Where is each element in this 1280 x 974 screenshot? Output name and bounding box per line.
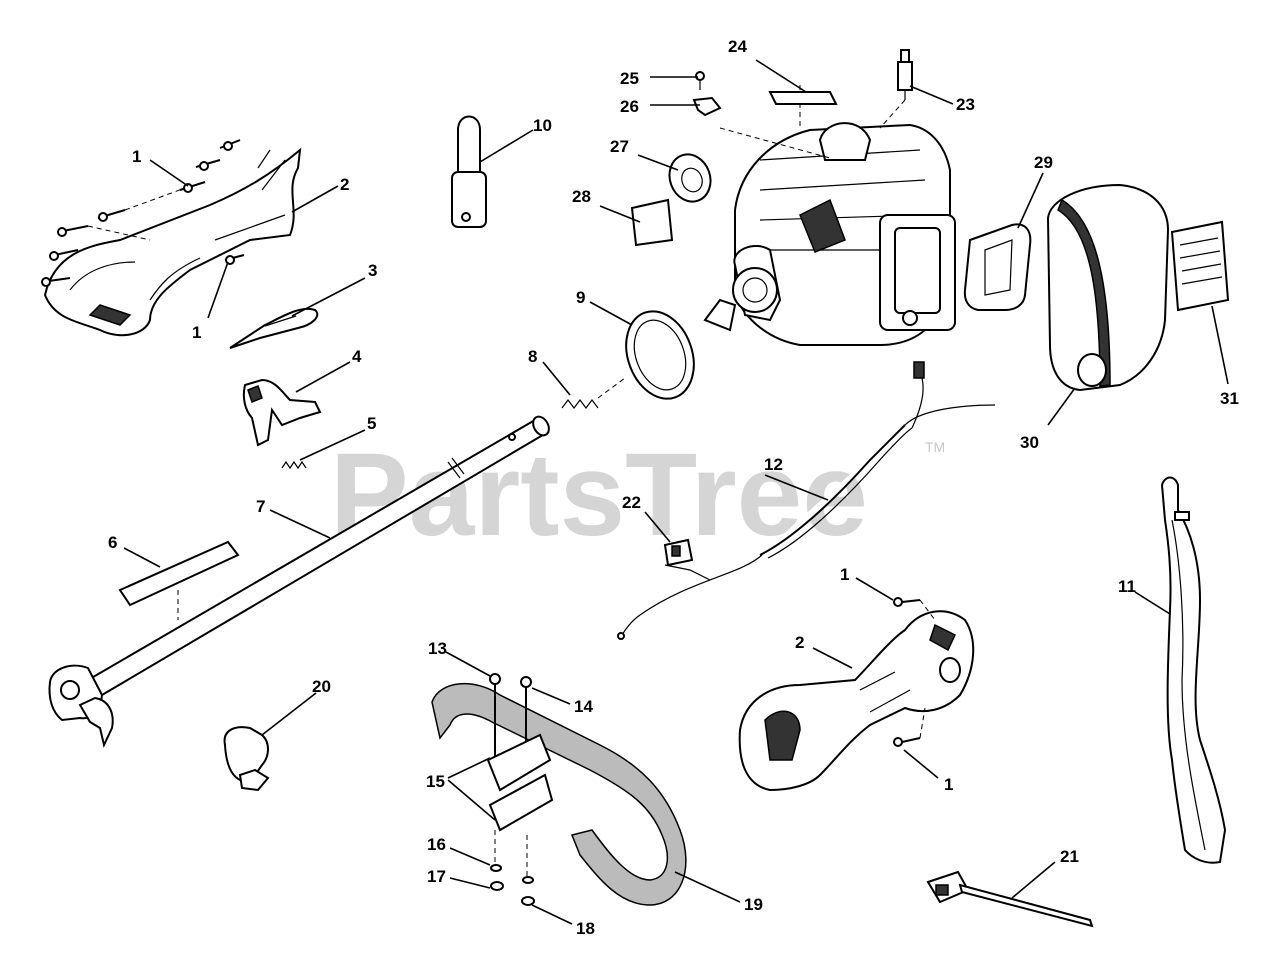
stop-switch — [663, 538, 694, 567]
fuel-cap — [668, 153, 712, 203]
callout-14: 14 — [574, 697, 593, 716]
callout-1-lower-top: 1 — [840, 565, 849, 584]
callout-8: 8 — [528, 347, 537, 366]
callout-19: 19 — [744, 895, 763, 914]
callout-21: 21 — [1060, 847, 1079, 866]
spark-plug — [879, 49, 913, 129]
coupler-spring — [561, 377, 626, 409]
shoulder-strap — [1160, 476, 1227, 864]
clutch-ring — [625, 310, 695, 400]
callout-22: 22 — [622, 493, 641, 512]
screw-set-upper-left — [41, 139, 245, 287]
callout-29: 29 — [1034, 153, 1053, 172]
callout-23: 23 — [956, 95, 975, 114]
callout-13: 13 — [428, 639, 447, 658]
handle-housing-right — [738, 610, 975, 792]
callout-4: 4 — [352, 347, 362, 366]
wiring-harness — [617, 361, 996, 640]
decal-label — [630, 198, 674, 247]
callout-numbers: 1 1 1 1 2 2 3 4 5 6 7 8 9 10 11 12 13 14… — [108, 37, 1239, 938]
callout-2-lower: 2 — [795, 633, 804, 652]
warning-label — [1170, 220, 1230, 312]
callout-28: 28 — [572, 187, 591, 206]
engine-block — [703, 85, 956, 346]
callout-27: 27 — [610, 137, 629, 156]
tube-label — [118, 540, 240, 620]
callout-9: 9 — [576, 288, 585, 307]
callout-10: 10 — [533, 116, 552, 135]
callout-25: 25 — [620, 69, 639, 88]
throttle-trigger-part — [229, 307, 319, 349]
screw-set-lower-right — [893, 597, 936, 747]
clip-part — [692, 96, 722, 117]
callout-24: 24 — [728, 37, 747, 56]
leader-lines — [123, 59, 1229, 925]
callout-1-upper: 1 — [132, 147, 141, 166]
callout-20: 20 — [312, 677, 331, 696]
callout-1-lower-bottom: 1 — [944, 775, 953, 794]
callout-3: 3 — [368, 261, 377, 280]
spark-plug-tool — [451, 115, 487, 228]
loop-handle — [431, 683, 687, 906]
wrench-tool — [926, 870, 1094, 928]
handle-bracket-hardware — [486, 673, 554, 906]
callout-26: 26 — [620, 97, 639, 116]
callout-17: 17 — [427, 867, 446, 886]
callout-7: 7 — [256, 497, 265, 516]
engine-label — [768, 91, 838, 105]
watermark-tm: TM — [925, 439, 945, 455]
callout-15: 15 — [426, 772, 445, 791]
air-filter-cover — [1046, 183, 1170, 392]
callout-30: 30 — [1020, 433, 1039, 452]
callout-18: 18 — [576, 919, 595, 938]
small-screw — [695, 71, 705, 90]
callout-2-upper: 2 — [340, 175, 349, 194]
callout-31: 31 — [1220, 389, 1239, 408]
shaft-clamp — [223, 726, 270, 792]
handle-housing-left — [43, 147, 302, 337]
callout-1-left: 1 — [192, 323, 201, 342]
callout-11: 11 — [1118, 577, 1136, 596]
trigger-part — [242, 378, 322, 447]
spring-part — [281, 460, 307, 470]
drive-shaft-tube — [48, 415, 550, 749]
air-filter — [963, 223, 1032, 311]
callout-12: 12 — [764, 455, 783, 474]
callout-6: 6 — [108, 533, 117, 552]
callout-16: 16 — [427, 835, 446, 854]
callout-5: 5 — [367, 414, 376, 433]
